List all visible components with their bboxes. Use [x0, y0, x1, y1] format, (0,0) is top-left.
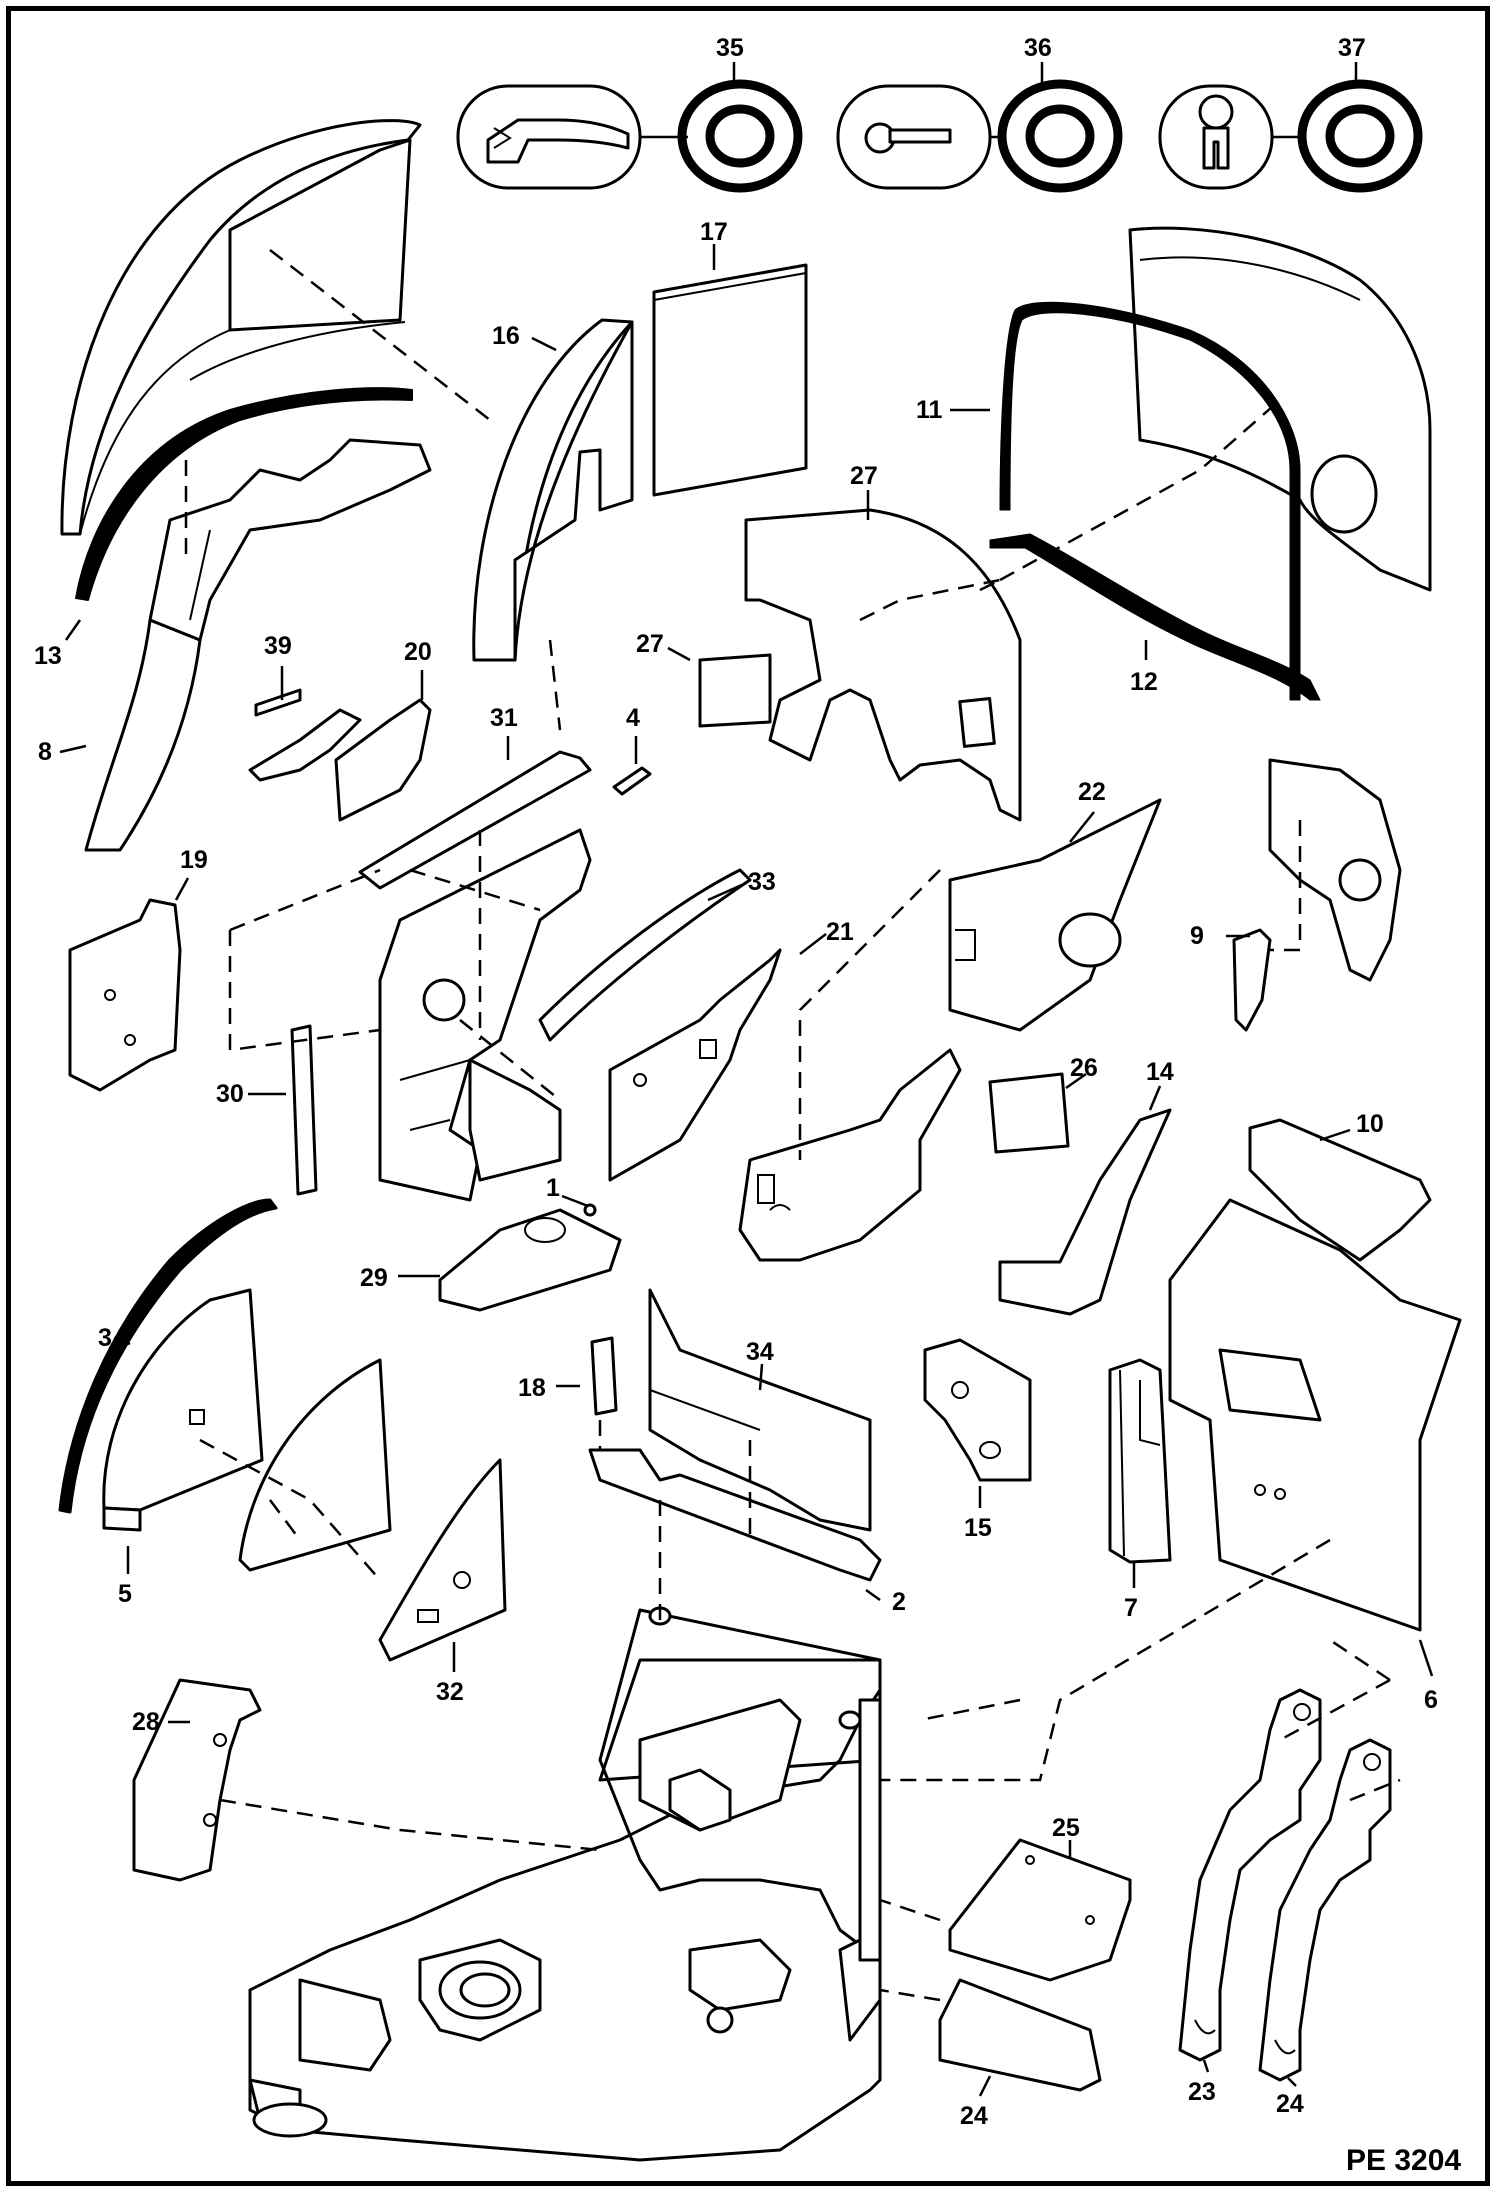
- panel-center: [738, 1048, 962, 1262]
- callout-3: 3: [98, 1324, 112, 1352]
- seal-legend: [456, 79, 1423, 193]
- pad-27a: [698, 653, 772, 728]
- callout-31: 30: [216, 1080, 244, 1108]
- hinge-assembly: [1232, 758, 1402, 1032]
- panel-6: [1168, 1198, 1462, 1632]
- bracket-23: [1178, 1688, 1322, 2062]
- callout-1: 1: [546, 1174, 560, 1202]
- callout-21: 21: [826, 918, 854, 946]
- callout-33: 32: [436, 1678, 464, 1706]
- panel-34: [538, 868, 752, 1042]
- figure-code: PE 3204: [1346, 2144, 1461, 2177]
- diagram-frame: [6, 6, 1490, 2186]
- callout-20: 20: [404, 638, 432, 666]
- seal-coil-38-icon: [1297, 79, 1423, 193]
- callout-16: 16: [492, 322, 520, 350]
- seal-coil-36-icon: [677, 79, 803, 193]
- seal-profile-36-icon: [456, 84, 642, 190]
- callout-5: 5: [118, 1580, 132, 1608]
- panel-15: [923, 1338, 1032, 1482]
- seal-12: [989, 533, 1321, 701]
- callout-37: 36: [1024, 34, 1052, 62]
- seal-coil-37-icon: [997, 79, 1123, 193]
- callout-18: 18: [518, 1374, 546, 1402]
- strip-32: [358, 750, 592, 890]
- callout-6: 6: [1424, 1686, 1438, 1714]
- seal-profile-37-icon: [836, 84, 992, 190]
- callout-8: 8: [38, 738, 52, 766]
- callout-11: 11: [916, 396, 943, 424]
- seal-profile-38-icon: [1158, 84, 1274, 190]
- callout-2: 2: [892, 1588, 906, 1616]
- callout-15: 15: [964, 1514, 992, 1542]
- callout-9: 9: [1190, 922, 1204, 950]
- panel-22: [948, 798, 1162, 1032]
- panel-19: [68, 898, 182, 1092]
- callout-29: 28: [132, 1708, 160, 1736]
- callout-26: 24: [960, 2102, 988, 2130]
- callout-24: 24: [1276, 2090, 1304, 2118]
- callout-labels: 35 36 37 17 16 11 27 12 27 13 8 39 20 31…: [34, 34, 1438, 2130]
- callout-27a: 27: [636, 630, 664, 658]
- panel-29: [132, 1678, 262, 1882]
- callout-17: 17: [700, 218, 728, 246]
- bracket-39: [248, 688, 362, 782]
- callout-38: 37: [1338, 34, 1366, 62]
- seal-11: [999, 301, 1301, 701]
- callout-12: 12: [1130, 668, 1158, 696]
- callout-39: 39: [264, 632, 292, 660]
- panel-10: [1248, 1118, 1432, 1262]
- callout-30: 29: [360, 1264, 388, 1292]
- seal-3: [58, 1198, 278, 1514]
- callout-10: 10: [1356, 1110, 1384, 1138]
- callout-22: 22: [1078, 778, 1106, 806]
- bracket-20: [334, 698, 432, 822]
- callout-25: 25: [1052, 1814, 1080, 1842]
- sill-2: [588, 1448, 882, 1582]
- callout-14: 14: [1146, 1058, 1174, 1086]
- callout-36: 35: [716, 34, 744, 62]
- panel-5: [102, 1288, 264, 1532]
- left-window-frame: [60, 119, 422, 536]
- plate-30: [438, 1208, 622, 1312]
- foam-17: [652, 263, 808, 497]
- callout-35: 34: [746, 1338, 774, 1366]
- callout-7: 7: [1124, 1594, 1138, 1622]
- callout-23: 23: [1188, 2078, 1216, 2106]
- leader-lines: [59, 62, 1434, 2097]
- panel-8: [84, 438, 432, 852]
- callout-32: 31: [490, 704, 518, 732]
- spacer-4: [612, 766, 652, 796]
- block-18: [590, 1336, 618, 1416]
- callout-13: 13: [34, 642, 62, 670]
- panel-35: [648, 1288, 872, 1532]
- foam-28: [744, 508, 1022, 822]
- panel-33-lower: [378, 1458, 507, 1662]
- panel-26: [938, 1978, 1102, 2092]
- base-frame: [248, 1606, 882, 2162]
- panel-21: [608, 948, 782, 1182]
- panel-25: [948, 1838, 1132, 1982]
- bracket-24: [1258, 1738, 1392, 2082]
- spacer-31: [290, 1024, 318, 1196]
- panel-33-upper: [238, 1358, 392, 1572]
- foam-16: [472, 318, 634, 662]
- callout-19: 19: [180, 846, 208, 874]
- assembly-lines: [184, 249, 1401, 2002]
- callout-4: 4: [626, 704, 640, 732]
- pad-27b: [988, 1072, 1070, 1154]
- callout-27b: 26: [1070, 1054, 1098, 1082]
- seal-7: [1108, 1358, 1172, 1564]
- screw-1: [583, 1203, 597, 1217]
- callout-34: 33: [748, 868, 776, 896]
- window-seal-13: [75, 387, 413, 601]
- panel-14: [998, 1108, 1172, 1316]
- callout-28: 27: [850, 462, 878, 490]
- center-frame: [378, 828, 592, 1202]
